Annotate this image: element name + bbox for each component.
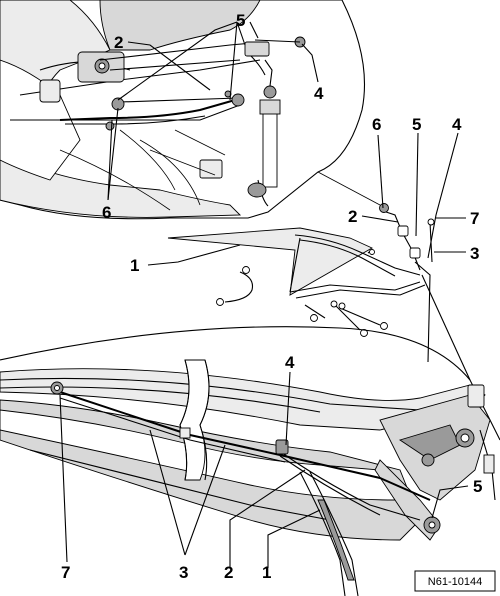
callout-top-4: 4 (314, 84, 324, 103)
callout-mid-3: 3 (470, 244, 479, 263)
callout-top-6: 6 (102, 203, 111, 222)
callout-bot-3: 3 (179, 563, 188, 582)
top-detail-view (0, 0, 366, 220)
callout-labels: 5 2 4 6 6 5 4 2 7 3 1 4 5 7 3 2 1 (61, 11, 482, 582)
reference-code-box: N61-10144 (414, 570, 496, 592)
exploded-cable-view (167, 203, 471, 381)
callout-mid-5: 5 (412, 115, 421, 134)
vehicle-body-view (0, 326, 500, 596)
callout-mid-4: 4 (452, 115, 462, 134)
bottom-leader-lines (59, 371, 469, 568)
callout-top-5: 5 (236, 11, 245, 30)
top-leader-lines (107, 21, 319, 201)
callout-mid-1: 1 (130, 256, 139, 275)
callout-bot-7: 7 (61, 563, 70, 582)
mid-leader-lines (147, 132, 466, 266)
callout-mid-7: 7 (470, 209, 479, 228)
callout-bot-2: 2 (224, 563, 233, 582)
callout-bot-1: 1 (262, 563, 271, 582)
callout-bot-5: 5 (473, 477, 482, 496)
callout-top-2: 2 (114, 33, 123, 52)
callout-bot-4: 4 (285, 353, 295, 372)
detail-connector-top (317, 171, 381, 206)
callout-mid-6: 6 (372, 115, 381, 134)
reference-code: N61-10144 (428, 576, 482, 588)
callout-mid-2: 2 (348, 207, 357, 226)
